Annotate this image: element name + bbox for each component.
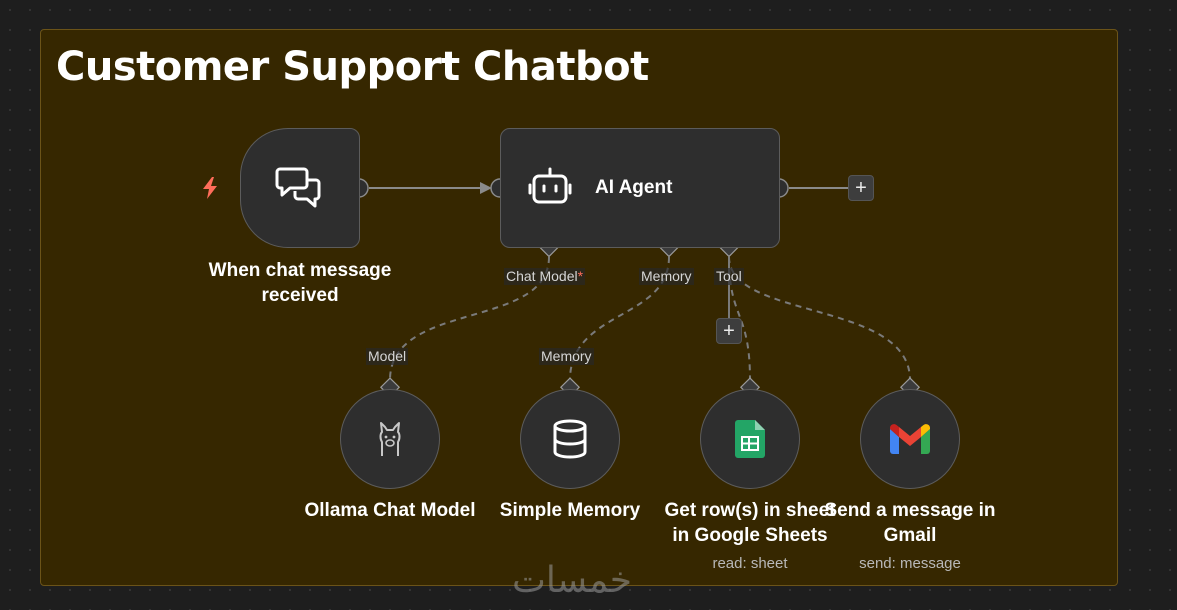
- gmail-icon: [890, 424, 930, 454]
- watermark-logo: خمسات: [512, 560, 633, 601]
- required-marker: *: [577, 268, 584, 284]
- trigger-node-label: When chat message received: [208, 260, 392, 306]
- memory-port-label: Memory: [639, 268, 694, 285]
- ollama-chat-model-node[interactable]: [340, 389, 440, 489]
- memory-input-label: Memory: [539, 348, 594, 365]
- tool-port-label: Tool: [714, 268, 744, 285]
- llama-icon: [379, 422, 401, 456]
- google-sheets-node-label: Get row(s) in sheet in Google Sheets: [664, 500, 836, 546]
- trigger-node[interactable]: [240, 128, 360, 248]
- ai-agent-title: AI Agent: [595, 177, 673, 198]
- gmail-node-subtitle: send: message: [859, 555, 961, 572]
- model-input-label: Model: [366, 348, 409, 365]
- chat-bubbles-icon: [275, 167, 321, 208]
- connection-arrow-icon: [480, 182, 492, 194]
- ollama-node-label: Ollama Chat Model: [304, 500, 476, 521]
- simple-memory-node-label: Simple Memory: [499, 500, 641, 521]
- sticky-note[interactable]: [40, 29, 1118, 586]
- lightning-bolt-icon: [203, 177, 217, 199]
- simple-memory-node[interactable]: [520, 389, 620, 489]
- gmail-node-label: Send a message in Gmail: [824, 500, 996, 546]
- ai-agent-node[interactable]: AI Agent: [500, 128, 780, 248]
- robot-icon: [528, 167, 572, 204]
- tool-sheets-connection[interactable]: [728, 256, 751, 381]
- add-tool-button[interactable]: +: [716, 318, 742, 344]
- google-sheets-node[interactable]: [700, 389, 800, 489]
- google-sheets-icon: [735, 420, 765, 458]
- chat-model-port-label: Chat Model*: [504, 268, 586, 285]
- database-icon: [553, 419, 587, 459]
- add-next-node-button[interactable]: +: [848, 175, 874, 201]
- gmail-node[interactable]: [860, 389, 960, 489]
- sticky-note-title: Customer Support Chatbot: [56, 44, 649, 90]
- tool-gmail-connection[interactable]: [728, 256, 911, 381]
- google-sheets-node-subtitle: read: sheet: [712, 555, 788, 572]
